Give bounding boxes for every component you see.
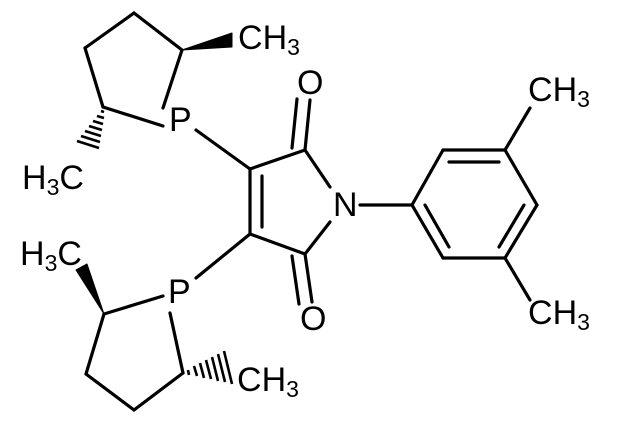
bond-upper-ring-1 (161, 48, 184, 110)
bond-lower-ring-4 (132, 371, 185, 412)
bond-aryl-methyl-bottom (503, 256, 532, 302)
bond-n-c5 (303, 220, 332, 256)
nitrogen-label: N (333, 186, 358, 224)
methyl-lower-left-label: H3C (20, 235, 82, 276)
lower-phospholane-ring (75, 263, 234, 412)
methyl-aryl-bottom-label: CH3 (528, 294, 590, 335)
phosphorus-bottom-label: P (168, 273, 191, 311)
hash-lower-methyl (186, 350, 234, 385)
bond-lower-ring-2 (84, 312, 106, 376)
bond-c5-o-b (290, 254, 301, 306)
bond-c5-c4 (248, 232, 307, 256)
wedge-lower-left-methyl (75, 263, 105, 315)
bond-upper-ring-3 (83, 11, 136, 50)
methyl-bottom-label: CH3 (237, 361, 299, 402)
oxygen-bottom-label: O (300, 300, 326, 338)
bond-c4-to-p-bottom (194, 232, 252, 280)
bond-lower-ring-1 (102, 294, 165, 316)
hash-upper-left-methyl (76, 109, 105, 150)
bond-c3-c2 (248, 148, 307, 171)
bond-aryl-4 (503, 203, 539, 260)
bond-c2-o-a (303, 98, 312, 152)
bond-upper-ring-2 (132, 11, 184, 52)
bond-p-top-to-c3 (194, 128, 252, 171)
methyl-upper-left-label: H3C (22, 159, 84, 200)
bond-lower-ring-3 (84, 372, 136, 412)
bond-c5-o-a (303, 252, 314, 304)
upper-phospholane-ring (76, 11, 233, 150)
bond-aryl-6-inner (423, 203, 451, 249)
bond-aryl-1 (410, 148, 445, 207)
bond-c2-n (303, 148, 332, 189)
bond-upper-ring-5 (101, 105, 165, 128)
methyl-aryl-top-label: CH3 (528, 71, 590, 112)
oxygen-top-label: O (297, 64, 323, 102)
bond-c2-o-b (290, 97, 299, 150)
methyl-top-label: CH3 (238, 19, 300, 60)
phosphorus-top-label: P (169, 101, 192, 139)
bond-aryl-4-inner (497, 203, 526, 249)
wedge-upper-methyl (181, 32, 233, 51)
bond-aryl-methyl-top (503, 106, 532, 152)
bond-lower-ring-5 (168, 311, 185, 375)
dimethylphenyl-ring (358, 106, 539, 302)
maleimide-core (194, 97, 332, 306)
bond-aryl-6 (410, 203, 445, 260)
bond-aryl-3 (503, 148, 539, 207)
bond-upper-ring-4 (83, 46, 105, 109)
